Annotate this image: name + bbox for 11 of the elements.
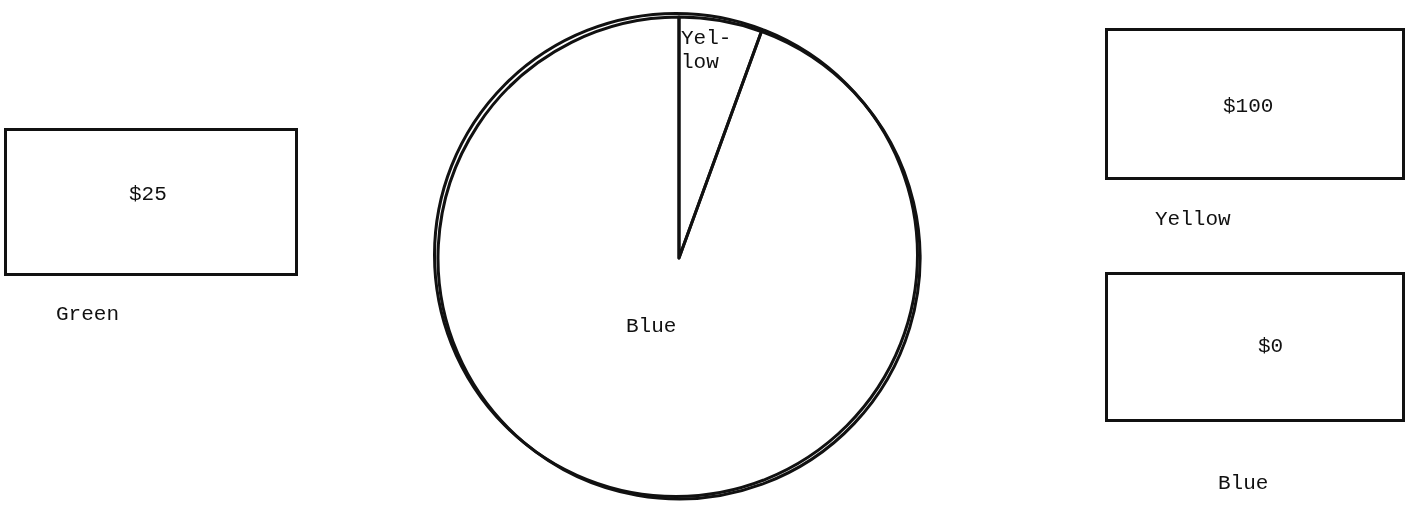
sector-label: Blue (626, 315, 677, 339)
prize-box (1105, 28, 1405, 180)
prize-box (1105, 272, 1405, 422)
prize-box (4, 128, 298, 276)
color-caption: Green (56, 303, 119, 327)
prize-amount: $100 (1223, 95, 1274, 119)
color-caption: Blue (1218, 472, 1269, 496)
sector-label: Yel- low (681, 27, 733, 75)
prize-amount: $0 (1258, 335, 1284, 359)
prize-amount: $25 (129, 183, 167, 207)
color-caption: Yellow (1155, 208, 1231, 232)
